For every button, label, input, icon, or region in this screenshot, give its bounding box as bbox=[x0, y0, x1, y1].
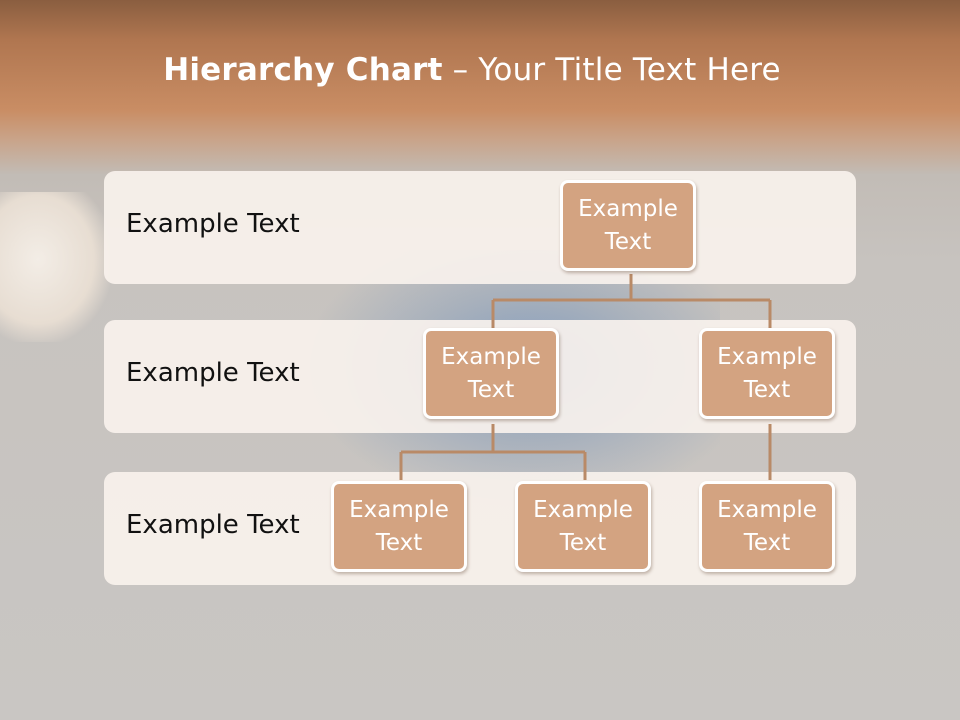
level-label-3: Example Text bbox=[126, 510, 300, 540]
connector-root-to-level2 bbox=[491, 274, 772, 328]
level-band-1: Example Text bbox=[104, 171, 856, 284]
node-level2-right[interactable]: Example Text bbox=[699, 328, 835, 419]
node-root[interactable]: Example Text bbox=[560, 180, 696, 271]
connector-left-to-level3 bbox=[399, 424, 587, 480]
node-level3-b[interactable]: Example Text bbox=[515, 481, 651, 572]
slide-title-rest: – Your Title Text Here bbox=[442, 52, 781, 88]
node-level3-c[interactable]: Example Text bbox=[699, 481, 835, 572]
level-label-2: Example Text bbox=[126, 358, 300, 388]
node-level2-left[interactable]: Example Text bbox=[423, 328, 559, 419]
slide-title-bold: Hierarchy Chart bbox=[163, 52, 443, 88]
level-label-1: Example Text bbox=[126, 209, 300, 239]
node-level3-a[interactable]: Example Text bbox=[331, 481, 467, 572]
slide-title: Hierarchy Chart – Your Title Text Here bbox=[0, 52, 944, 88]
